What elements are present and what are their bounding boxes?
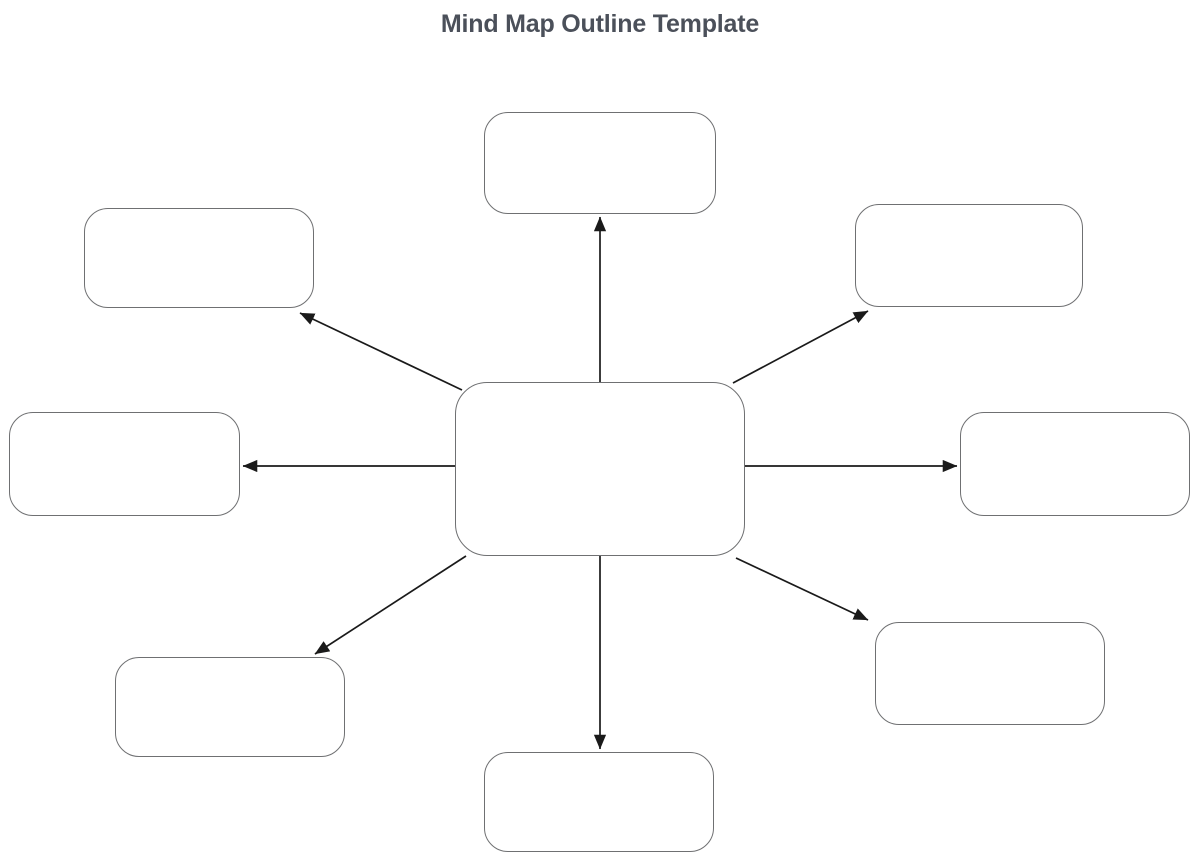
branch-node-mid-left[interactable] bbox=[9, 412, 240, 516]
connector-to-bottom-left bbox=[314, 555, 467, 655]
branch-node-bottom-left[interactable] bbox=[115, 657, 345, 757]
branch-node-top[interactable] bbox=[484, 112, 716, 214]
branch-node-bottom-center[interactable] bbox=[484, 752, 714, 852]
branch-node-top-left[interactable] bbox=[84, 208, 314, 308]
connector-to-top-left bbox=[299, 312, 463, 391]
branch-node-mid-right[interactable] bbox=[960, 412, 1190, 516]
connector-to-bottom-right bbox=[735, 557, 869, 621]
connector-to-top-right bbox=[732, 310, 869, 384]
central-node[interactable] bbox=[455, 382, 745, 556]
page-title: Mind Map Outline Template bbox=[440, 10, 760, 38]
branch-node-top-right[interactable] bbox=[855, 204, 1083, 307]
connector-layer bbox=[242, 216, 958, 750]
branch-node-bottom-right[interactable] bbox=[875, 622, 1105, 725]
